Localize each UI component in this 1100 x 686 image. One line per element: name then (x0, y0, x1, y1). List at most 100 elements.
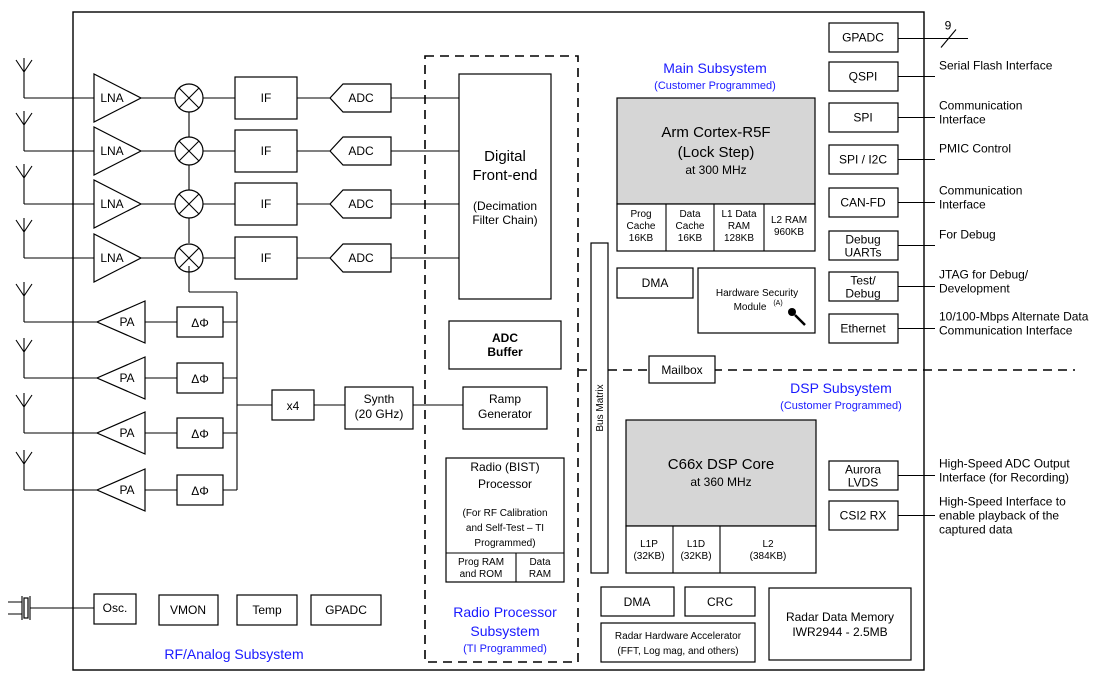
dsp-memory-cell: (32KB) (680, 551, 711, 562)
if-block (234, 129, 298, 173)
adc-buffer-label-1: ADC (492, 331, 518, 345)
data-ram-label-2: RAM (529, 569, 551, 580)
dsp-memory-cell: (32KB) (633, 551, 664, 562)
cpu-freq: at 300 MHz (685, 163, 746, 177)
radar-hardware-accelerator (600, 622, 756, 663)
dsp-core-label: C66x DSP Core (668, 456, 774, 473)
interface-block (828, 230, 899, 261)
interface-name: Ethernet (840, 322, 886, 336)
adc-block (329, 136, 392, 166)
bist-label-1: Radio (BIST) (470, 460, 539, 474)
adc-buffer (448, 320, 562, 370)
interface-description: captured data (939, 523, 1013, 537)
dsp-dma-label: DMA (624, 595, 651, 609)
main-subsystem-subtitle: (Customer Programmed) (654, 80, 776, 92)
hsm-label-1: Hardware Security (716, 288, 798, 299)
radio-subsystem-title-1: Radio Processor (453, 604, 557, 620)
lna-label: LNA (100, 251, 123, 265)
data-ram-label-1: Data (529, 557, 551, 568)
osc-label: Osc. (103, 601, 128, 615)
prog-ram-label-2: and ROM (460, 569, 503, 580)
temp-block (236, 594, 298, 626)
lna-amplifier (93, 73, 143, 123)
interface-description: PMIC Control (939, 142, 1011, 156)
interface-name: QSPI (849, 70, 878, 84)
if-block (234, 182, 298, 226)
interface-description: High-Speed ADC Output (939, 457, 1070, 471)
bist-label-2: Processor (478, 477, 532, 491)
synth-label: Synth (364, 392, 395, 406)
lna-amplifier (93, 179, 143, 229)
c66x-dsp-core (625, 419, 817, 527)
antenna-icon (15, 392, 33, 434)
dsp-core-freq: at 360 MHz (690, 475, 751, 489)
dfe-note-1: (Decimation (473, 199, 537, 213)
x4-label: x4 (287, 399, 300, 413)
radar-mem-label-2: IWR2944 - 2.5MB (792, 625, 887, 639)
main-subsystem-title: Main Subsystem (663, 60, 766, 76)
antenna-icon (15, 217, 33, 259)
phase-shifter (176, 362, 224, 394)
bus-matrix (590, 242, 609, 574)
main-memory-cell: 16KB (678, 233, 703, 244)
interface-name: SPI (853, 111, 872, 125)
interface-name: UARTs (844, 246, 881, 260)
antenna-icon (15, 449, 33, 491)
lna-amplifier (93, 126, 143, 176)
interface-description: JTAG for Debug/ (939, 268, 1029, 282)
antenna-icon (15, 163, 33, 205)
if-block (234, 236, 298, 280)
digital-front-end (458, 73, 552, 300)
phase-shifter-label: ΔΦ (191, 484, 209, 498)
adc-block (329, 189, 392, 219)
vmon-block (158, 594, 219, 626)
radio-subsystem-subtitle: (TI Programmed) (463, 643, 547, 655)
main-memory-cell: 16KB (629, 233, 654, 244)
dfe-label-1: Digital (484, 148, 526, 165)
interface-description: For Debug (939, 228, 996, 242)
radar-mem-label-1: Radar Data Memory (786, 610, 894, 624)
interface-description: Development (939, 282, 1010, 296)
radio-subsystem-title-2: Subsystem (470, 623, 539, 639)
interface-description: 10/100-Mbps Alternate Data (939, 310, 1089, 324)
chip-outline (72, 11, 925, 671)
crystal-icon (8, 596, 94, 620)
interface-name: LVDS (848, 476, 878, 490)
interface-block (828, 22, 899, 53)
dsp-dma (600, 586, 675, 617)
interface-description: Communication (939, 184, 1022, 198)
pa-amplifier (95, 411, 146, 455)
bist-processor (445, 457, 565, 583)
lna-label: LNA (100, 197, 123, 211)
mailbox-label: Mailbox (661, 363, 702, 377)
osc-block (93, 593, 137, 625)
dsp-memory-cell: L1P (640, 539, 658, 550)
pa-amplifier (95, 356, 146, 400)
interface-name: Debug (845, 233, 880, 247)
lna-amplifier (93, 233, 143, 283)
antenna-icon (15, 281, 33, 323)
dsp-memory (625, 525, 817, 574)
hwa-label-2: (FFT, Log mag, and others) (617, 646, 738, 657)
if-label: IF (261, 144, 272, 158)
interface-block (828, 61, 899, 92)
main-memory-cell: Data (679, 209, 701, 220)
interface-name: CSI2 RX (840, 509, 887, 523)
bus-matrix-label: Bus Matrix (595, 384, 606, 431)
dsp-subsystem-title: DSP Subsystem (790, 380, 892, 396)
hardware-security-module (697, 267, 816, 334)
rf-subsystem-title: RF/Analog Subsystem (164, 646, 303, 662)
radar-data-memory (768, 587, 912, 661)
